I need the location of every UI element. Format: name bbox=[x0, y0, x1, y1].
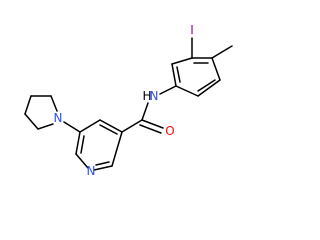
bond-methyl bbox=[211, 45, 233, 59]
bond-amide-carbon bbox=[141, 102, 149, 121]
bond-aryl-2 bbox=[211, 57, 221, 81]
bond-aryl-6 bbox=[171, 57, 193, 65]
amide-nitrogen-label: N bbox=[150, 89, 159, 103]
bond-aryl-inner-3 bbox=[176, 66, 181, 83]
bond-carbonyl-2 bbox=[139, 124, 162, 134]
bond-pyr-pyrrolidine bbox=[63, 121, 81, 133]
bond-pyr-4 bbox=[75, 153, 89, 169]
carbonyl-oxygen-label: O bbox=[165, 124, 174, 138]
bond-pyrrolidine-1 bbox=[37, 123, 54, 130]
bond-pyrrolidine-3 bbox=[24, 95, 32, 115]
bond-pyr-1 bbox=[99, 119, 123, 133]
bond-pyr-inner-1 bbox=[99, 124, 118, 135]
bond-pyr-5 bbox=[93, 165, 113, 171]
bond-group bbox=[24, 37, 233, 171]
bond-aryl-amide bbox=[159, 85, 177, 95]
pyrrolidine-nitrogen-label: N bbox=[54, 111, 63, 125]
atom-labels: I N H O N N bbox=[54, 23, 194, 178]
bond-aryl-inner-2 bbox=[197, 79, 216, 92]
molecule-structure: I N H O N N bbox=[24, 23, 233, 178]
bond-pyrrolidine-5 bbox=[50, 95, 58, 112]
iodine-label: I bbox=[190, 23, 194, 37]
bond-pyrrolidine-2 bbox=[24, 113, 39, 130]
pyridine-nitrogen-label: N bbox=[87, 164, 96, 178]
bond-pyr-inner-3 bbox=[95, 161, 110, 166]
bond-pyr-2 bbox=[79, 119, 101, 133]
bond-pyr-3 bbox=[75, 131, 81, 155]
bond-aryl-5 bbox=[171, 63, 177, 87]
bond-aryl-4 bbox=[175, 85, 199, 97]
bond-carbonyl-1 bbox=[141, 119, 164, 129]
amide-hydrogen-label: H bbox=[142, 89, 151, 103]
bond-carbonyl-pyridine bbox=[121, 119, 143, 133]
bond-aryl-3 bbox=[197, 79, 221, 97]
bond-pyr-inner-2 bbox=[80, 135, 85, 154]
bond-pyr-6 bbox=[111, 131, 123, 167]
